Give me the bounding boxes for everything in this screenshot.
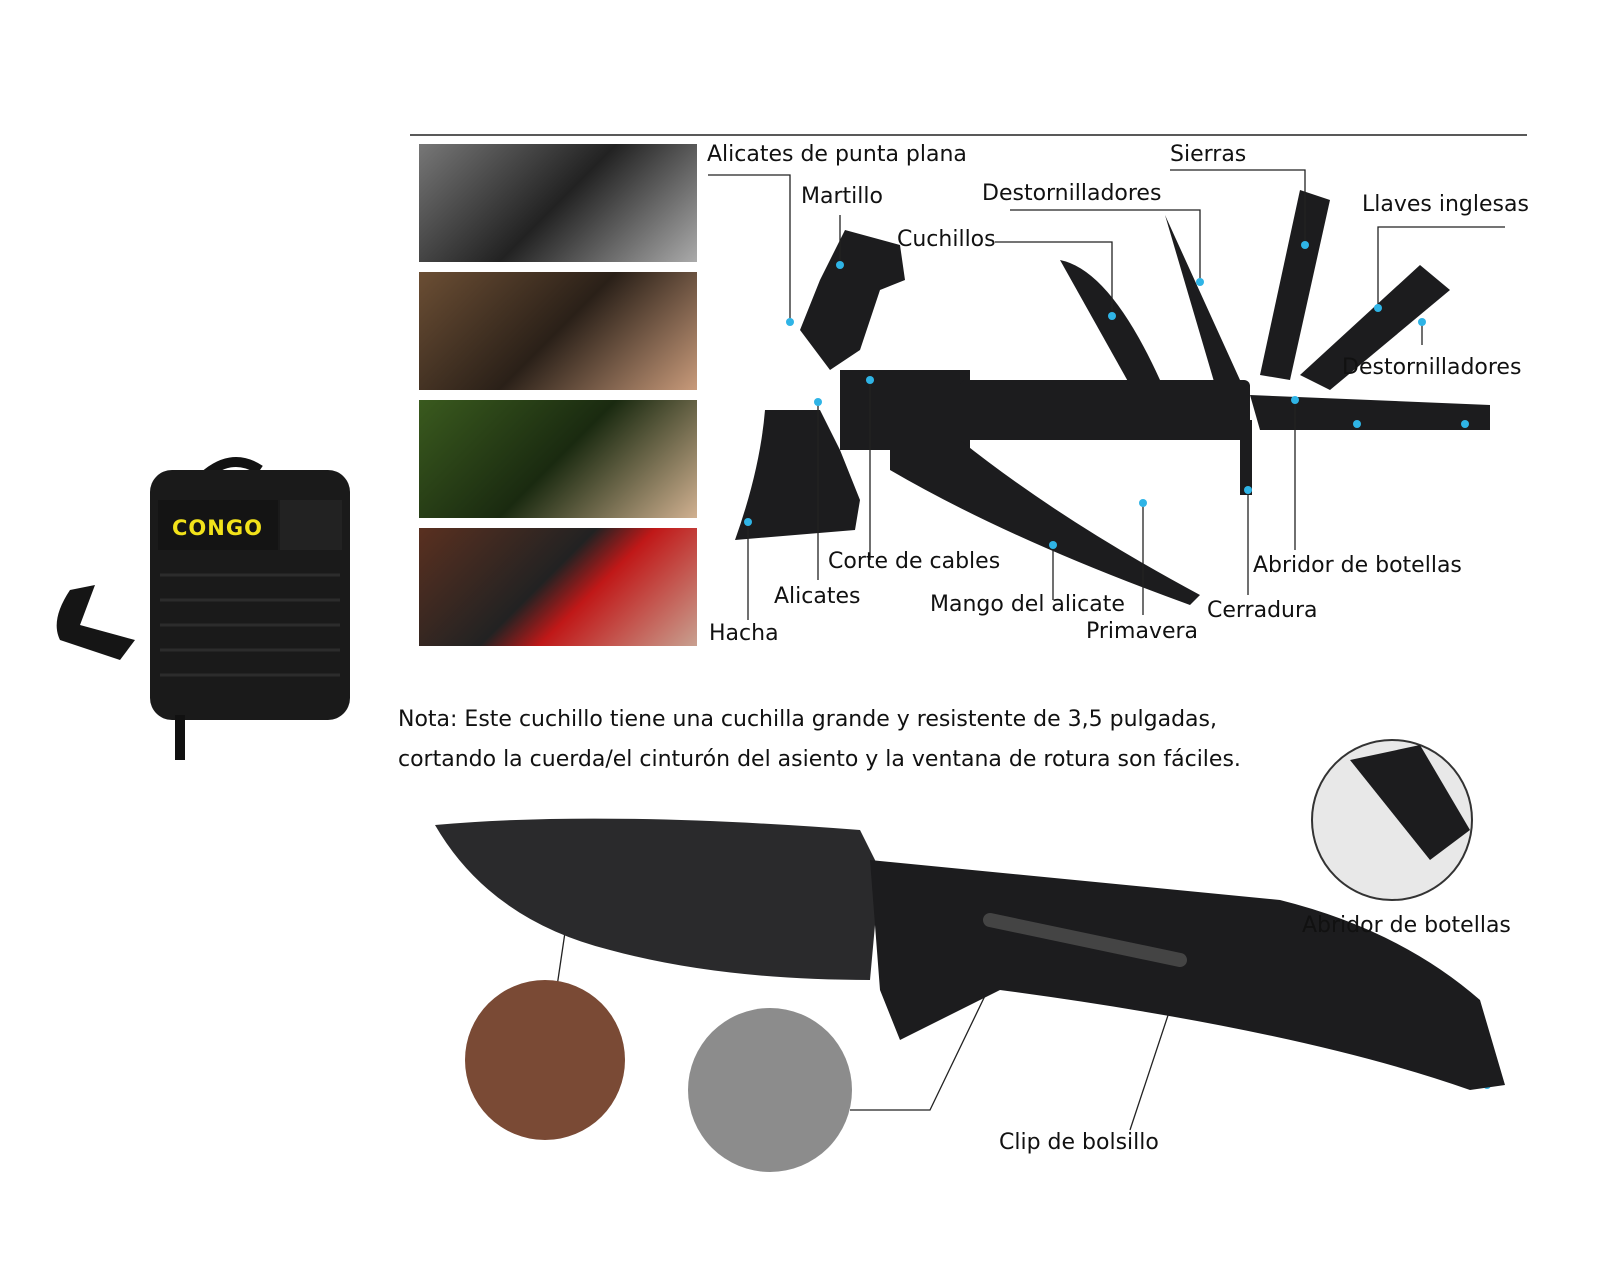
photo-opening-bottle: [419, 528, 697, 646]
leader-lines: [554, 169, 1505, 1131]
label-plier-handle: Mango del alicate: [930, 592, 1125, 617]
label-wrenches: Llaves inglesas: [1362, 192, 1529, 217]
photo-chopping-branch: [419, 400, 697, 518]
photo-breaking-glass: [419, 144, 697, 262]
label-axe: Hacha: [709, 621, 779, 646]
label-saws: Sierras: [1170, 142, 1247, 167]
multitool: [735, 190, 1490, 605]
label-screwdrivers-right: Destornilladores: [1342, 355, 1522, 380]
label-spring: Primavera: [1086, 619, 1199, 644]
folding-knife: [435, 818, 1505, 1090]
label-needle-nose-pliers: Alicates de punta plana: [707, 142, 967, 167]
label-bottle-opener: Abridor de botellas: [1253, 553, 1462, 578]
label-pocket-clip: Clip de bolsillo: [999, 1130, 1159, 1155]
label-pliers: Alicates: [774, 584, 861, 609]
detail-circles: [465, 739, 1473, 1172]
brand-logo: CONGO: [172, 516, 263, 540]
label-lock: Cerradura: [1207, 598, 1318, 623]
photo-hammering: [419, 272, 697, 390]
label-knife-bottle-opener: Abridor de botellas: [1302, 913, 1511, 938]
label-hammer: Martillo: [801, 184, 883, 209]
label-knives: Cuchillos: [897, 227, 996, 252]
note-line-2: cortando la cuerda/el cinturón del asien…: [398, 747, 1241, 772]
label-wire-cutter: Corte de cables: [828, 549, 1001, 574]
label-screwdrivers-top: Destornilladores: [982, 181, 1162, 206]
note-line-1: Nota: Este cuchillo tiene una cuchilla g…: [398, 707, 1217, 732]
